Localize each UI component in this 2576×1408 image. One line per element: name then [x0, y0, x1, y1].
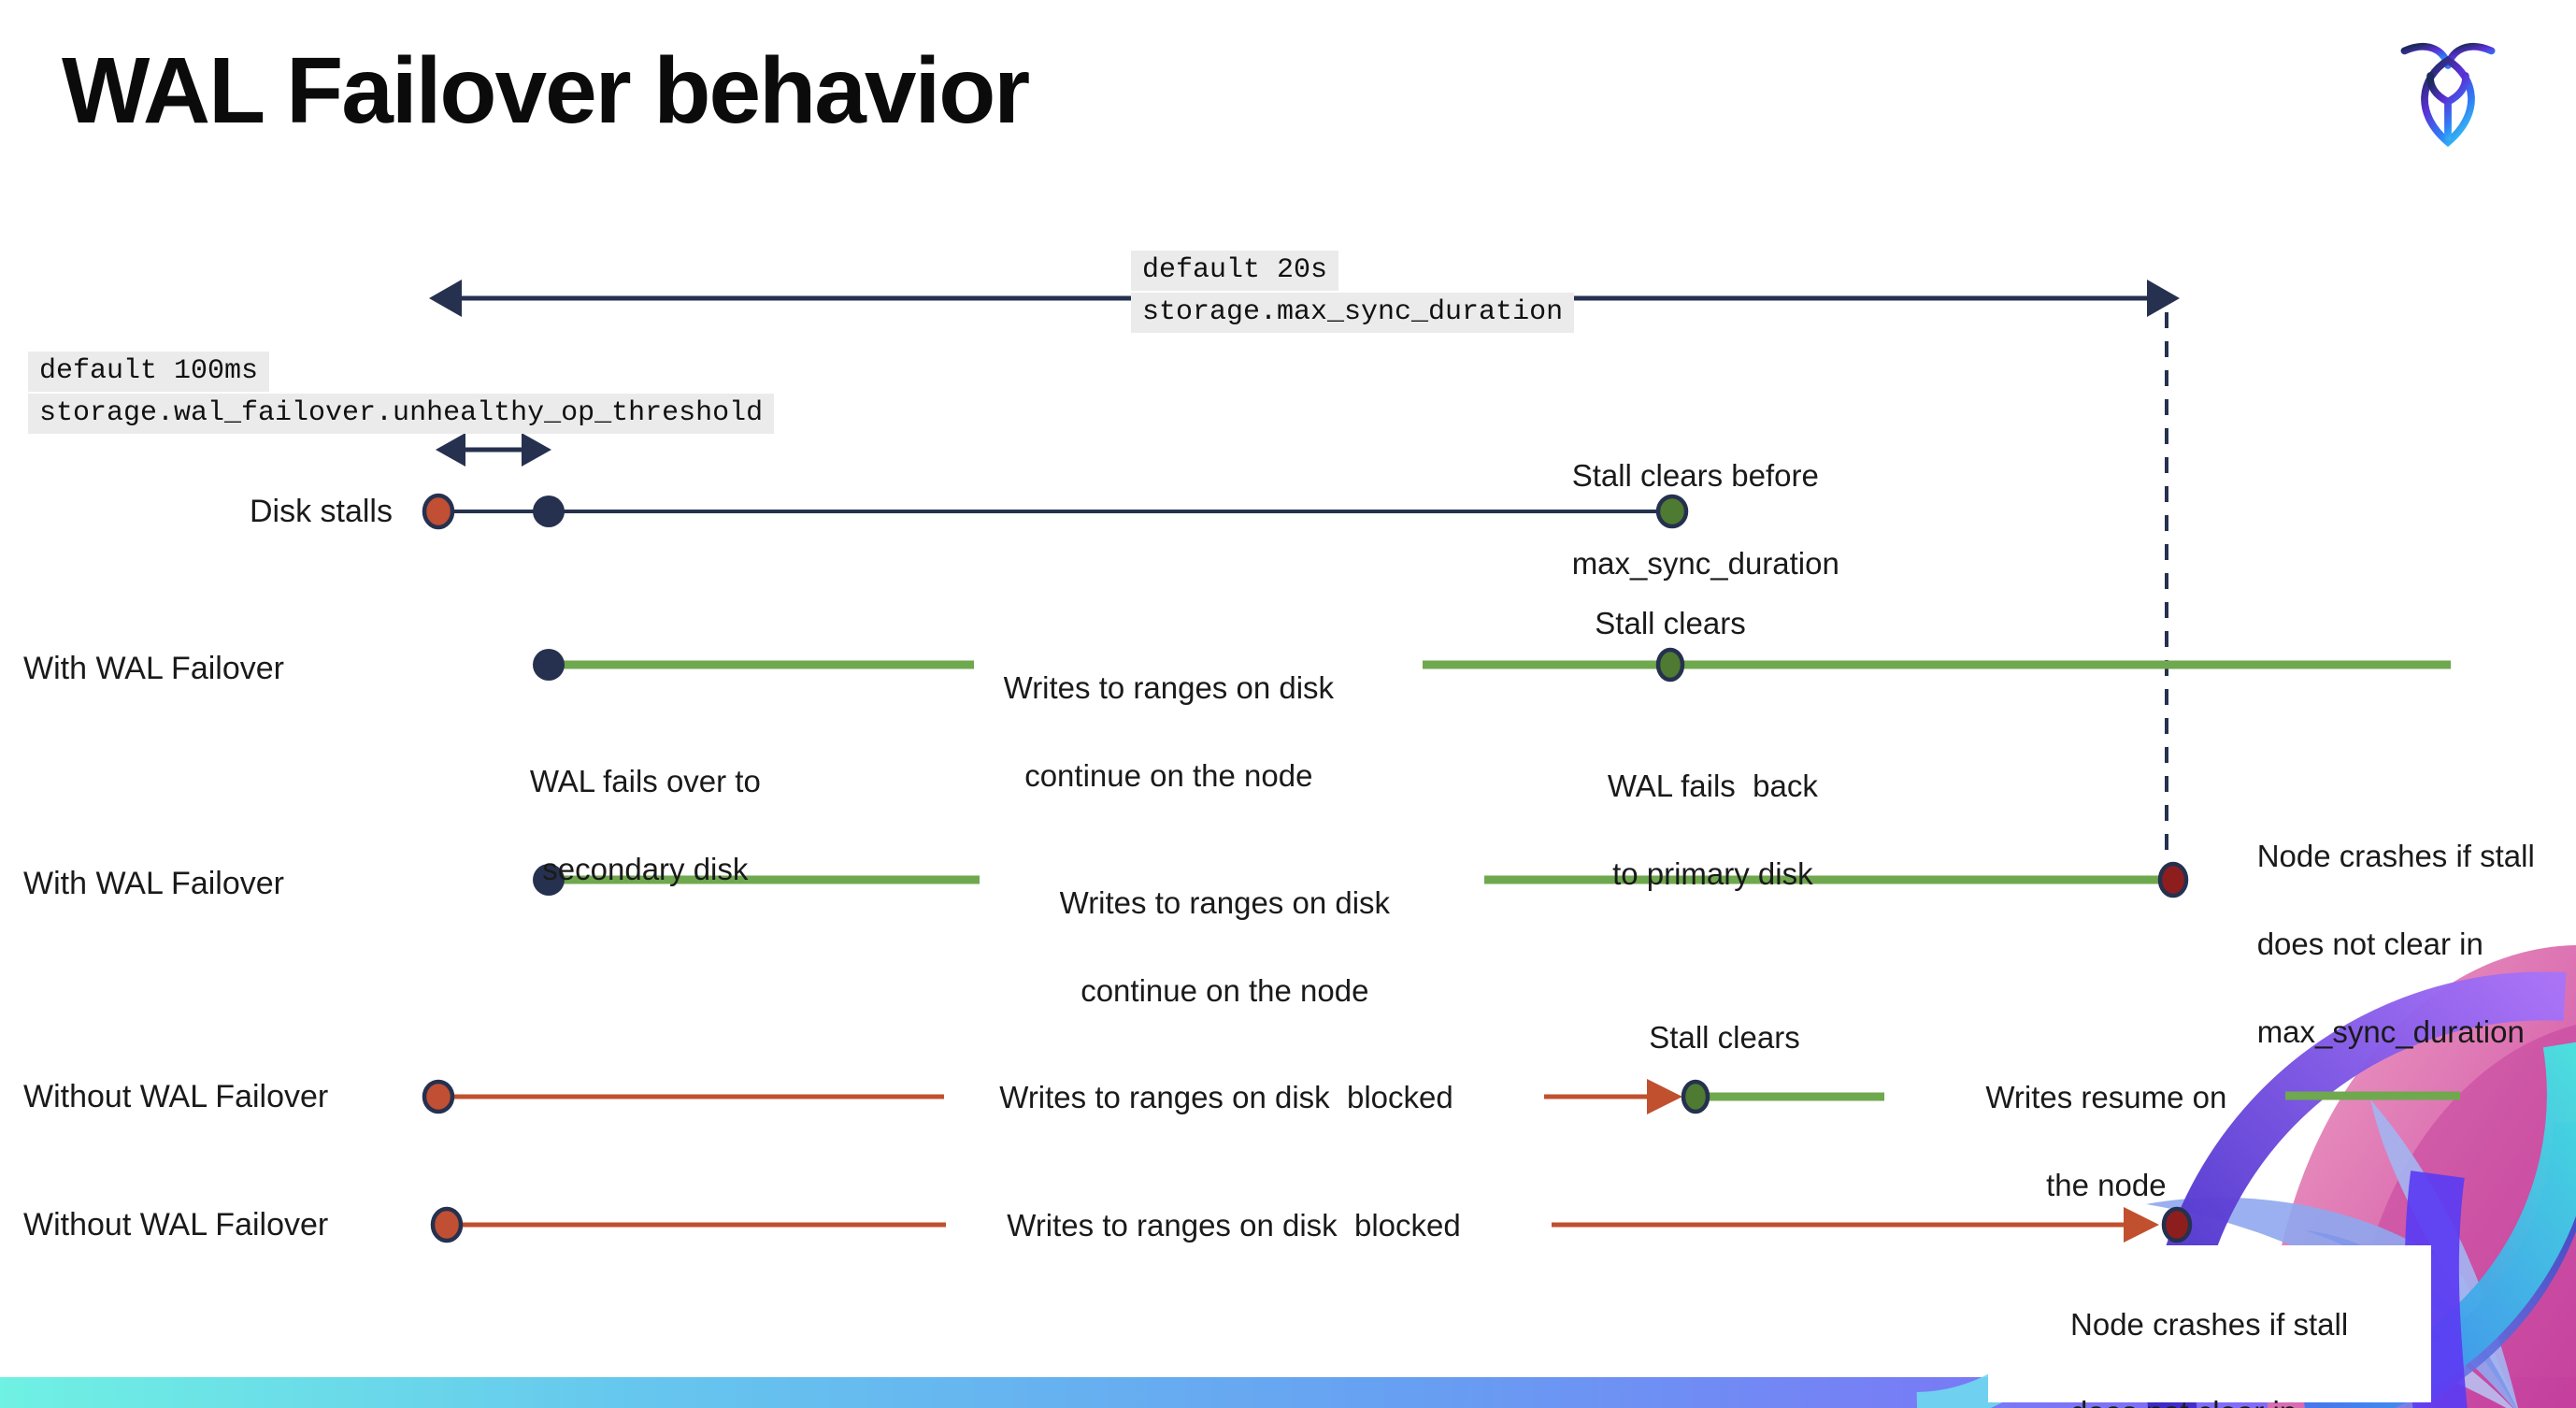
row3-crash-dot: [2157, 861, 2189, 898]
note-line: Node crashes if stall: [2256, 839, 2535, 873]
logo-vein: [2426, 72, 2469, 141]
note-line: max_sync_duration: [1571, 546, 1839, 581]
row1-stall-clears-dot: [1655, 494, 1689, 529]
writes-blocked-note: Writes to ranges on disk blocked: [999, 1080, 1453, 1114]
arrowhead-right-icon: [522, 433, 551, 467]
setting-name: storage.max_sync_duration: [1131, 293, 1575, 333]
row1-stall-start-dot: [422, 493, 455, 530]
writes-resume-note: Writes resume on the node: [1930, 1031, 2248, 1251]
note-line: WAL fails over to: [529, 764, 761, 798]
row1-threshold-dot: [533, 496, 565, 527]
row5-stall-start-dot: [430, 1206, 464, 1243]
writes-blocked-note: Writes to ranges on disk blocked: [1007, 1208, 1461, 1243]
writes-continue-note: Writes to ranges on disk continue on the…: [1021, 837, 1395, 1056]
wal-failover-note: WAL fails over to secondary disk: [441, 715, 815, 935]
row2-failover-dot: [533, 649, 565, 681]
setting-name: storage.wal_failover.unhealthy_op_thresh…: [28, 394, 775, 434]
crash-note: Node crashes if stall does not clear in …: [2019, 1258, 2348, 1408]
note-line: Writes resume on: [1985, 1080, 2227, 1114]
note-line: Writes to ranges on disk: [1059, 885, 1391, 920]
red-arrowhead-icon: [2124, 1207, 2159, 1243]
row4-stall-clears-dot: [1681, 1079, 1710, 1114]
note-line: Writes to ranges on disk: [1003, 670, 1335, 705]
arrowhead-left-icon: [436, 433, 465, 467]
wal-failback-note: WAL fails back to primary disk: [1509, 720, 1882, 940]
art-violet-stem: [2404, 1171, 2468, 1408]
red-arrowhead-icon: [1647, 1079, 1682, 1114]
crash-note-line: Node crashes if stall: [2070, 1307, 2349, 1342]
note-line: WAL fails back: [1607, 769, 1818, 803]
row-label-with-wal-failover: With WAL Failover: [23, 866, 284, 901]
arrowhead-left-icon: [429, 280, 462, 317]
stall-clears-note: Stall clears: [1649, 1020, 1800, 1055]
crash-note-line: does not clear in: [2070, 1395, 2297, 1408]
note-line: Stall clears before: [1571, 458, 1819, 493]
crash-callout-box: Node crashes if stall does not clear in …: [1988, 1245, 2431, 1408]
page-title: WAL Failover behavior: [62, 38, 1030, 143]
row-label-with-wal-failover: With WAL Failover: [23, 651, 284, 686]
note-line: continue on the node: [1080, 973, 1369, 1008]
arrowhead-right-icon: [2147, 280, 2180, 317]
row-label-without-wal-failover: Without WAL Failover: [23, 1207, 329, 1243]
note-line: secondary disk: [542, 852, 749, 886]
note-line: continue on the node: [1024, 758, 1313, 793]
setting-max-sync-duration: default 20s storage.max_sync_duration: [1131, 251, 1575, 335]
row-label-without-wal-failover: Without WAL Failover: [23, 1079, 329, 1114]
row3-failover-dot: [533, 864, 565, 896]
row5-crash-dot: [2161, 1206, 2193, 1243]
note-line: max_sync_duration: [2256, 1014, 2525, 1049]
node-crash-note: Node crashes if stall does not clear in …: [2223, 790, 2569, 1098]
writes-continue-note: Writes to ranges on disk continue on the…: [965, 622, 1338, 841]
setting-unhealthy-op-threshold: default 100ms storage.wal_failover.unhea…: [28, 352, 775, 436]
note-line: to primary disk: [1612, 856, 1813, 891]
setting-default-value: default 100ms: [28, 352, 270, 392]
row4-stall-start-dot: [422, 1079, 455, 1114]
row-label-disk-stalls: Disk stalls: [249, 494, 393, 529]
setting-default-value: default 20s: [1131, 251, 1339, 291]
note-line: the node: [2046, 1168, 2167, 1202]
note-line: does not clear in: [2256, 927, 2483, 961]
cockroachdb-logo-icon: [2400, 43, 2496, 148]
stall-clears-before-note: Stall clears before max_sync_duration: [1538, 409, 1839, 629]
row2-stall-clears-dot: [1655, 647, 1685, 682]
stall-clears-note: Stall clears: [1595, 606, 1746, 640]
